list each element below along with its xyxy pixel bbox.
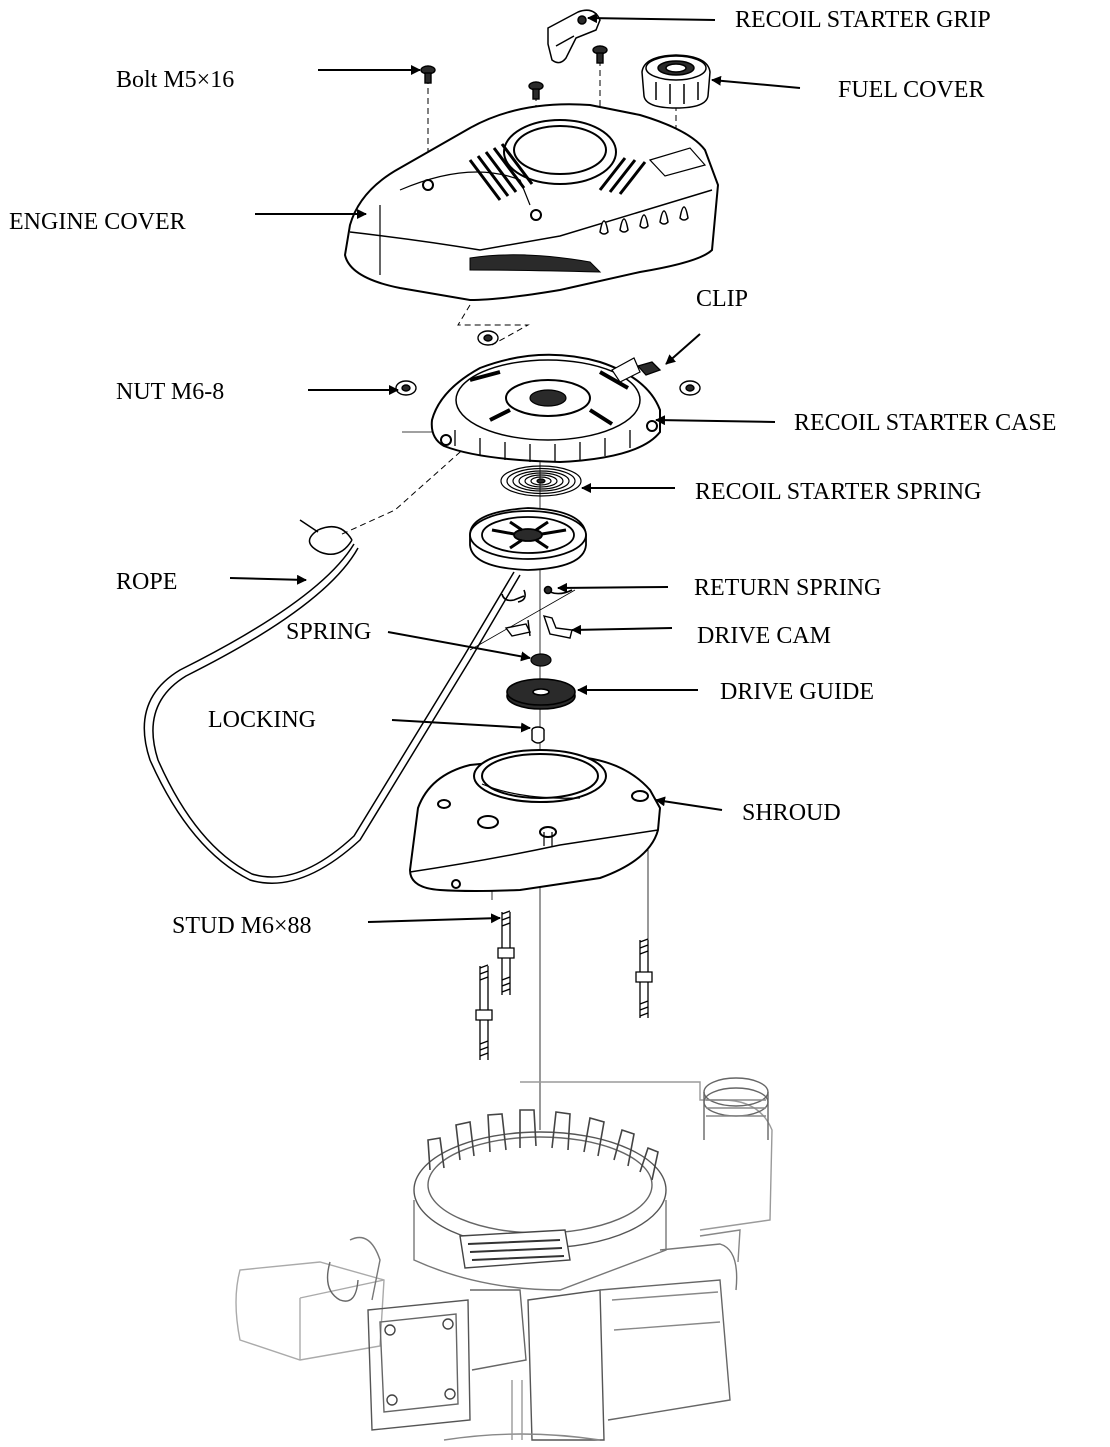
arrow-rope bbox=[229, 574, 307, 585]
label-bolt: Bolt M5×16 bbox=[116, 67, 235, 93]
shroud-part bbox=[408, 749, 662, 892]
label-engine-cover: ENGINE COVER bbox=[9, 209, 186, 235]
clip-part bbox=[636, 361, 662, 376]
arrow-shroud bbox=[655, 796, 723, 811]
recoil-starter-spring-part bbox=[500, 465, 582, 497]
label-fuel-cover: FUEL COVER bbox=[838, 77, 985, 103]
engine-part bbox=[235, 1077, 773, 1441]
label-drive-cam: DRIVE CAM bbox=[697, 623, 832, 649]
locking-part bbox=[531, 726, 545, 744]
recoil-starter-grip-part bbox=[547, 9, 601, 64]
arrow-locking bbox=[391, 719, 531, 733]
label-shroud: SHROUD bbox=[742, 800, 841, 826]
arrow-drive-cam bbox=[571, 624, 673, 635]
return-spring-parts bbox=[501, 585, 573, 603]
leader-arrows bbox=[229, 13, 801, 924]
label-rope: ROPE bbox=[116, 569, 178, 595]
nut-parts bbox=[395, 330, 701, 396]
stud-parts bbox=[475, 910, 653, 1060]
label-locking: LOCKING bbox=[208, 707, 316, 733]
label-nut: NUT M6-8 bbox=[116, 379, 225, 405]
arrow-recoil-starter-case bbox=[655, 415, 776, 426]
label-clip: CLIP bbox=[696, 286, 749, 312]
label-recoil-starter-spring: RECOIL STARTER SPRING bbox=[695, 479, 982, 505]
label-recoil-starter-grip: RECOIL STARTER GRIP bbox=[735, 7, 991, 33]
label-drive-guide: DRIVE GUIDE bbox=[720, 679, 874, 705]
engine-cover-part bbox=[343, 103, 720, 302]
arrow-recoil-starter-grip bbox=[587, 13, 716, 24]
rope-part bbox=[143, 519, 521, 884]
arrow-clip bbox=[665, 333, 701, 365]
bolt-parts bbox=[420, 45, 608, 100]
label-return-spring: RETURN SPRING bbox=[694, 575, 882, 601]
reel-pulley-part bbox=[469, 507, 587, 571]
label-recoil-starter-case: RECOIL STARTER CASE bbox=[794, 410, 1057, 436]
arrow-fuel-cover bbox=[711, 75, 801, 89]
drive-guide-part bbox=[506, 678, 576, 710]
spring-part bbox=[530, 653, 552, 667]
label-stud: STUD M6×88 bbox=[172, 913, 312, 939]
fuel-cover-part bbox=[641, 54, 711, 109]
label-spring: SPRING bbox=[286, 619, 372, 645]
drive-cam-parts bbox=[504, 615, 573, 639]
arrow-return-spring bbox=[557, 582, 669, 593]
recoil-starter-case-part bbox=[430, 353, 661, 464]
arrow-stud bbox=[367, 913, 501, 924]
arrow-spring bbox=[387, 631, 531, 662]
